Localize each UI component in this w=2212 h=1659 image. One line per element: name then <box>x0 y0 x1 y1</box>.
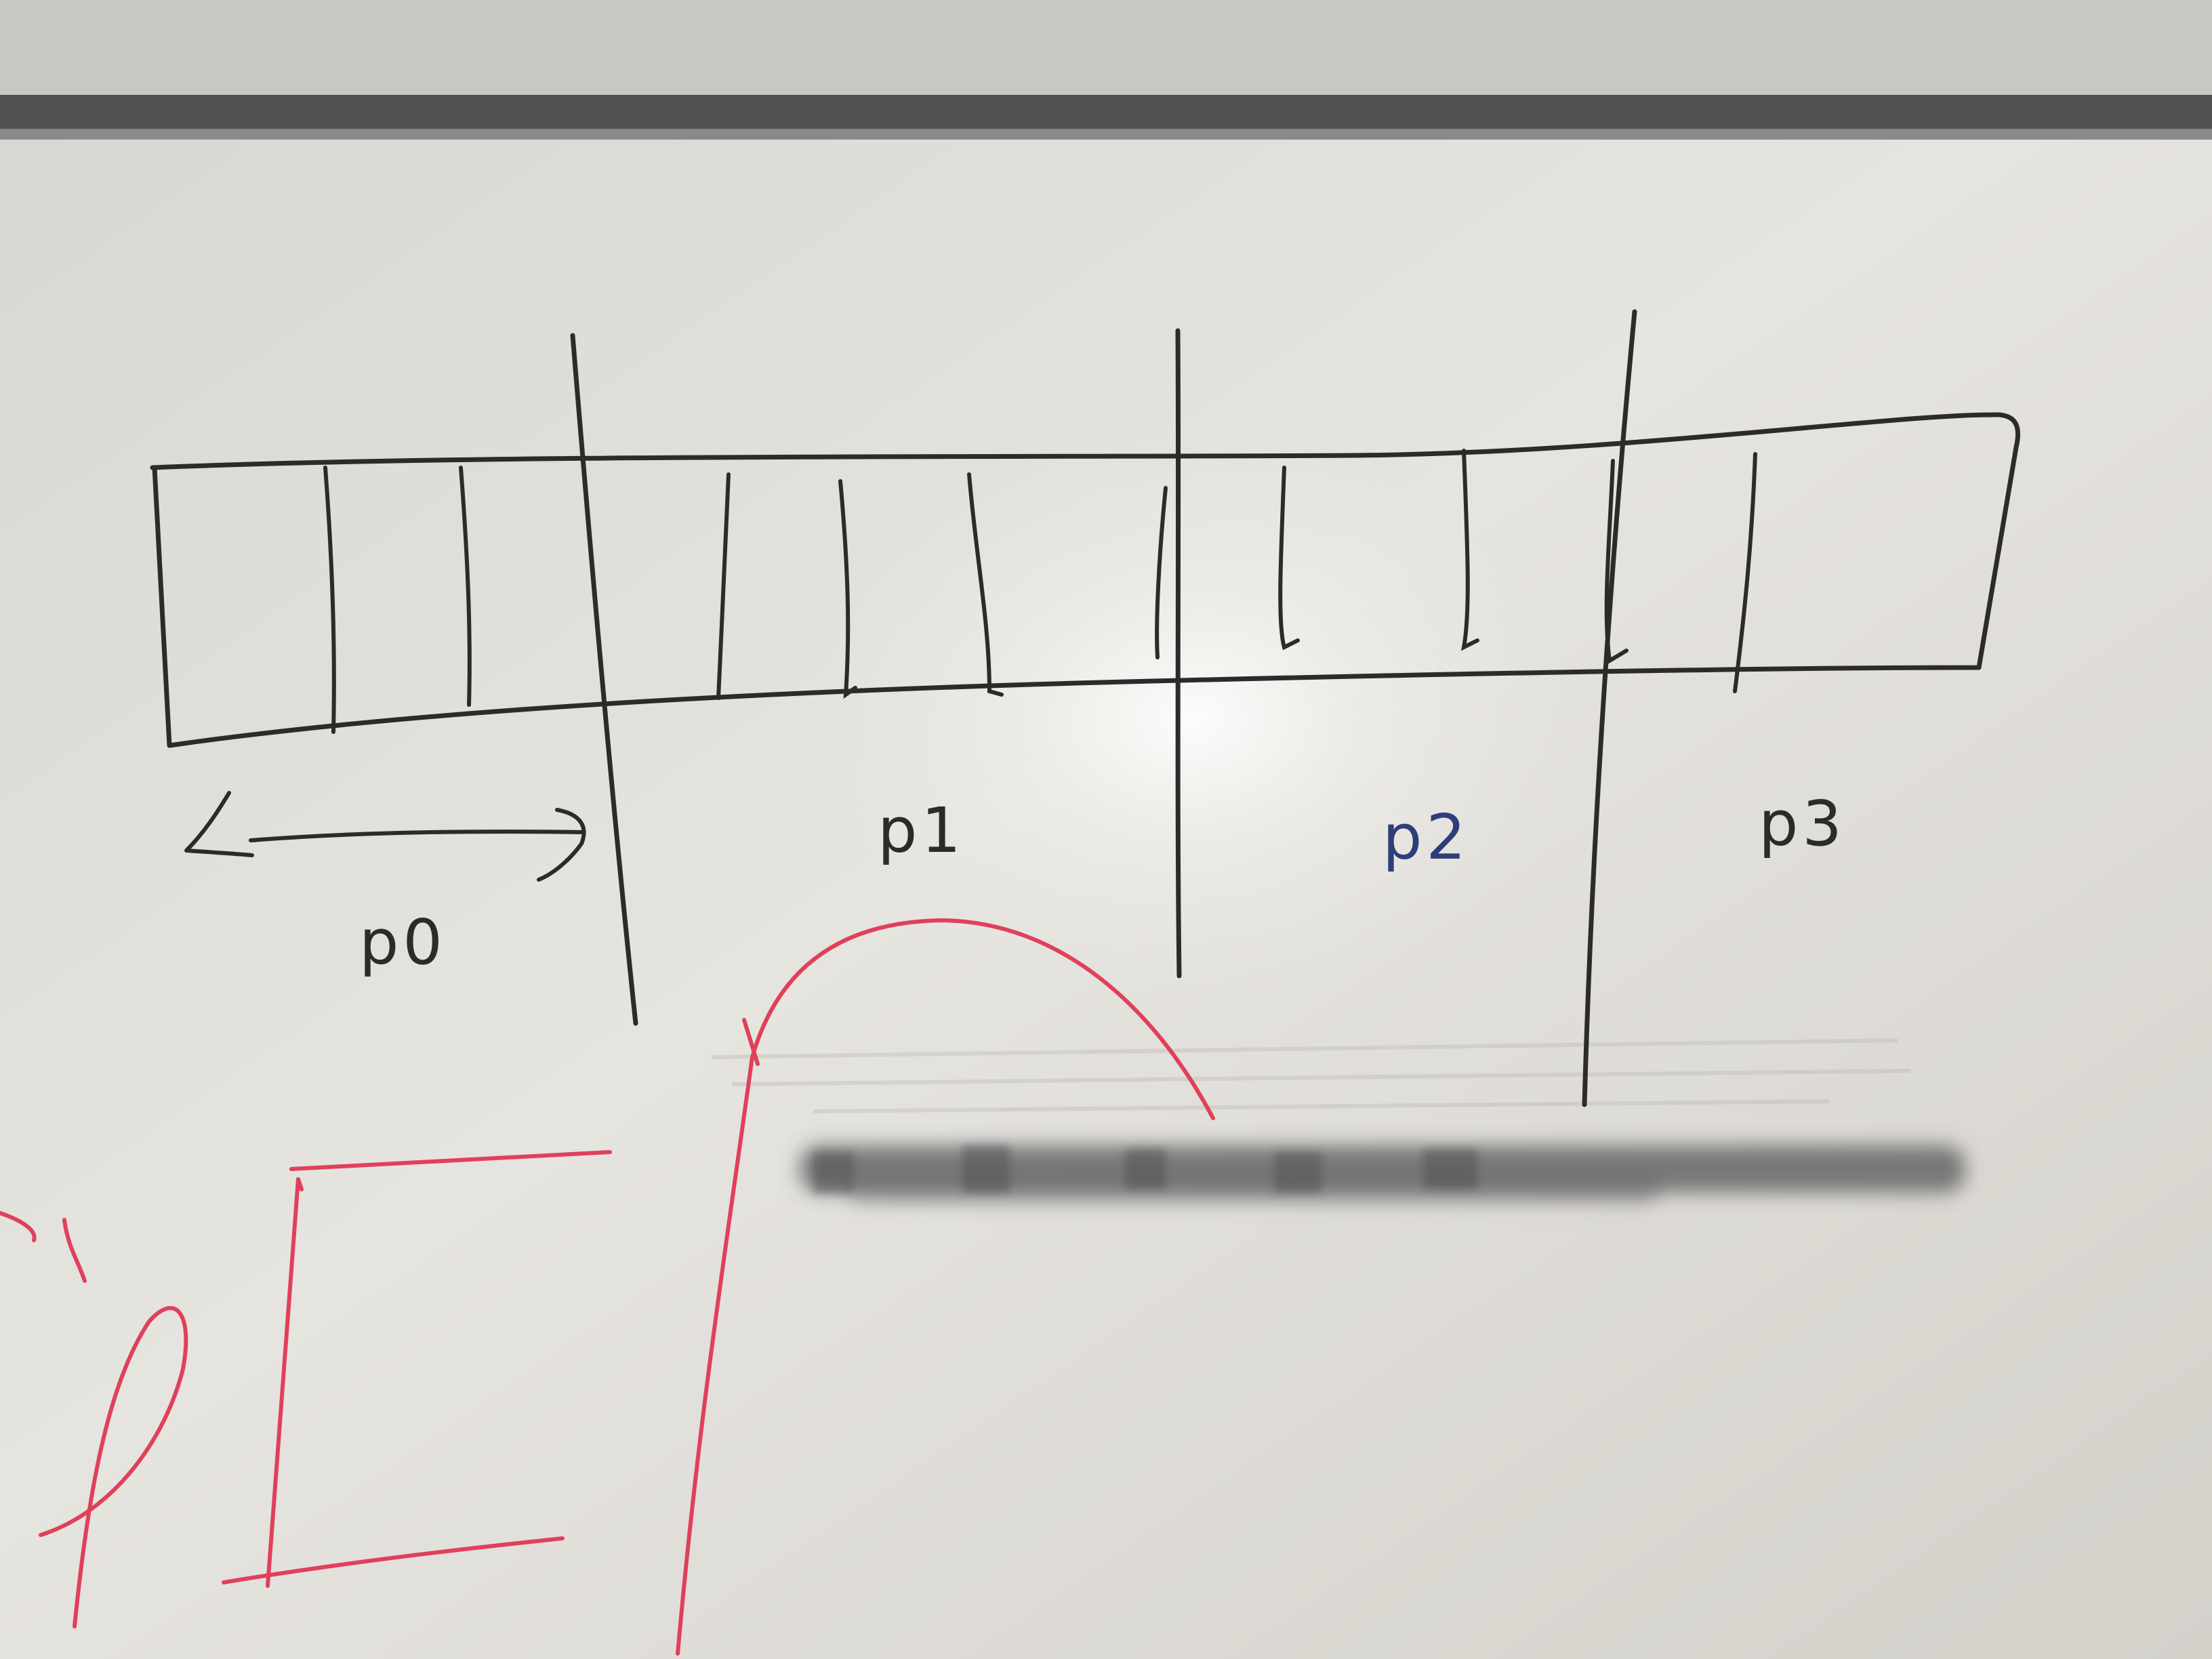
red-marker-drawings <box>0 918 1215 1656</box>
red-curve-tick <box>742 1018 760 1066</box>
red-bracket-top <box>289 1150 612 1171</box>
arrow-left-head <box>184 791 254 857</box>
red-curve <box>676 918 1215 1656</box>
red-bracket-side <box>266 1177 304 1588</box>
partition-line <box>1175 328 1182 979</box>
partition-label-p0: p0 <box>359 906 447 979</box>
cell-divider <box>1155 486 1168 659</box>
cell-dividers <box>323 449 1757 734</box>
cell-divider <box>967 472 1004 697</box>
red-letter-fragment <box>0 1211 37 1242</box>
partition-lines <box>570 309 1637 1107</box>
array-outline <box>150 412 2021 748</box>
partition-label-p1: p1 <box>878 794 965 867</box>
cell-divider <box>1460 449 1479 651</box>
red-bracket-bottom <box>222 1536 565 1584</box>
partition-label-p3: p3 <box>1759 787 1846 860</box>
cell-divider <box>838 479 857 699</box>
cell-divider <box>459 466 472 707</box>
cell-divider <box>323 466 336 734</box>
cell-divider <box>716 472 731 700</box>
p0-span-arrow <box>184 791 586 882</box>
wall-above-board <box>0 0 2212 95</box>
array-rectangle <box>150 412 2021 748</box>
cell-divider <box>1733 452 1757 693</box>
partition-line <box>570 333 638 1026</box>
board-frame-edge <box>0 129 2212 141</box>
red-letter-fragment <box>62 1218 87 1283</box>
red-letter-rho <box>39 1306 188 1629</box>
light-glare <box>813 434 1572 1003</box>
partition-line <box>1582 309 1637 1107</box>
partition-label-p2: p2 <box>1382 801 1470 874</box>
arrow-right-head <box>537 808 586 882</box>
cell-divider <box>1278 466 1300 651</box>
arrow-shaft <box>249 830 585 842</box>
erased-marks <box>711 1038 1912 1113</box>
eraser-smudge-detail <box>813 1145 1477 1193</box>
